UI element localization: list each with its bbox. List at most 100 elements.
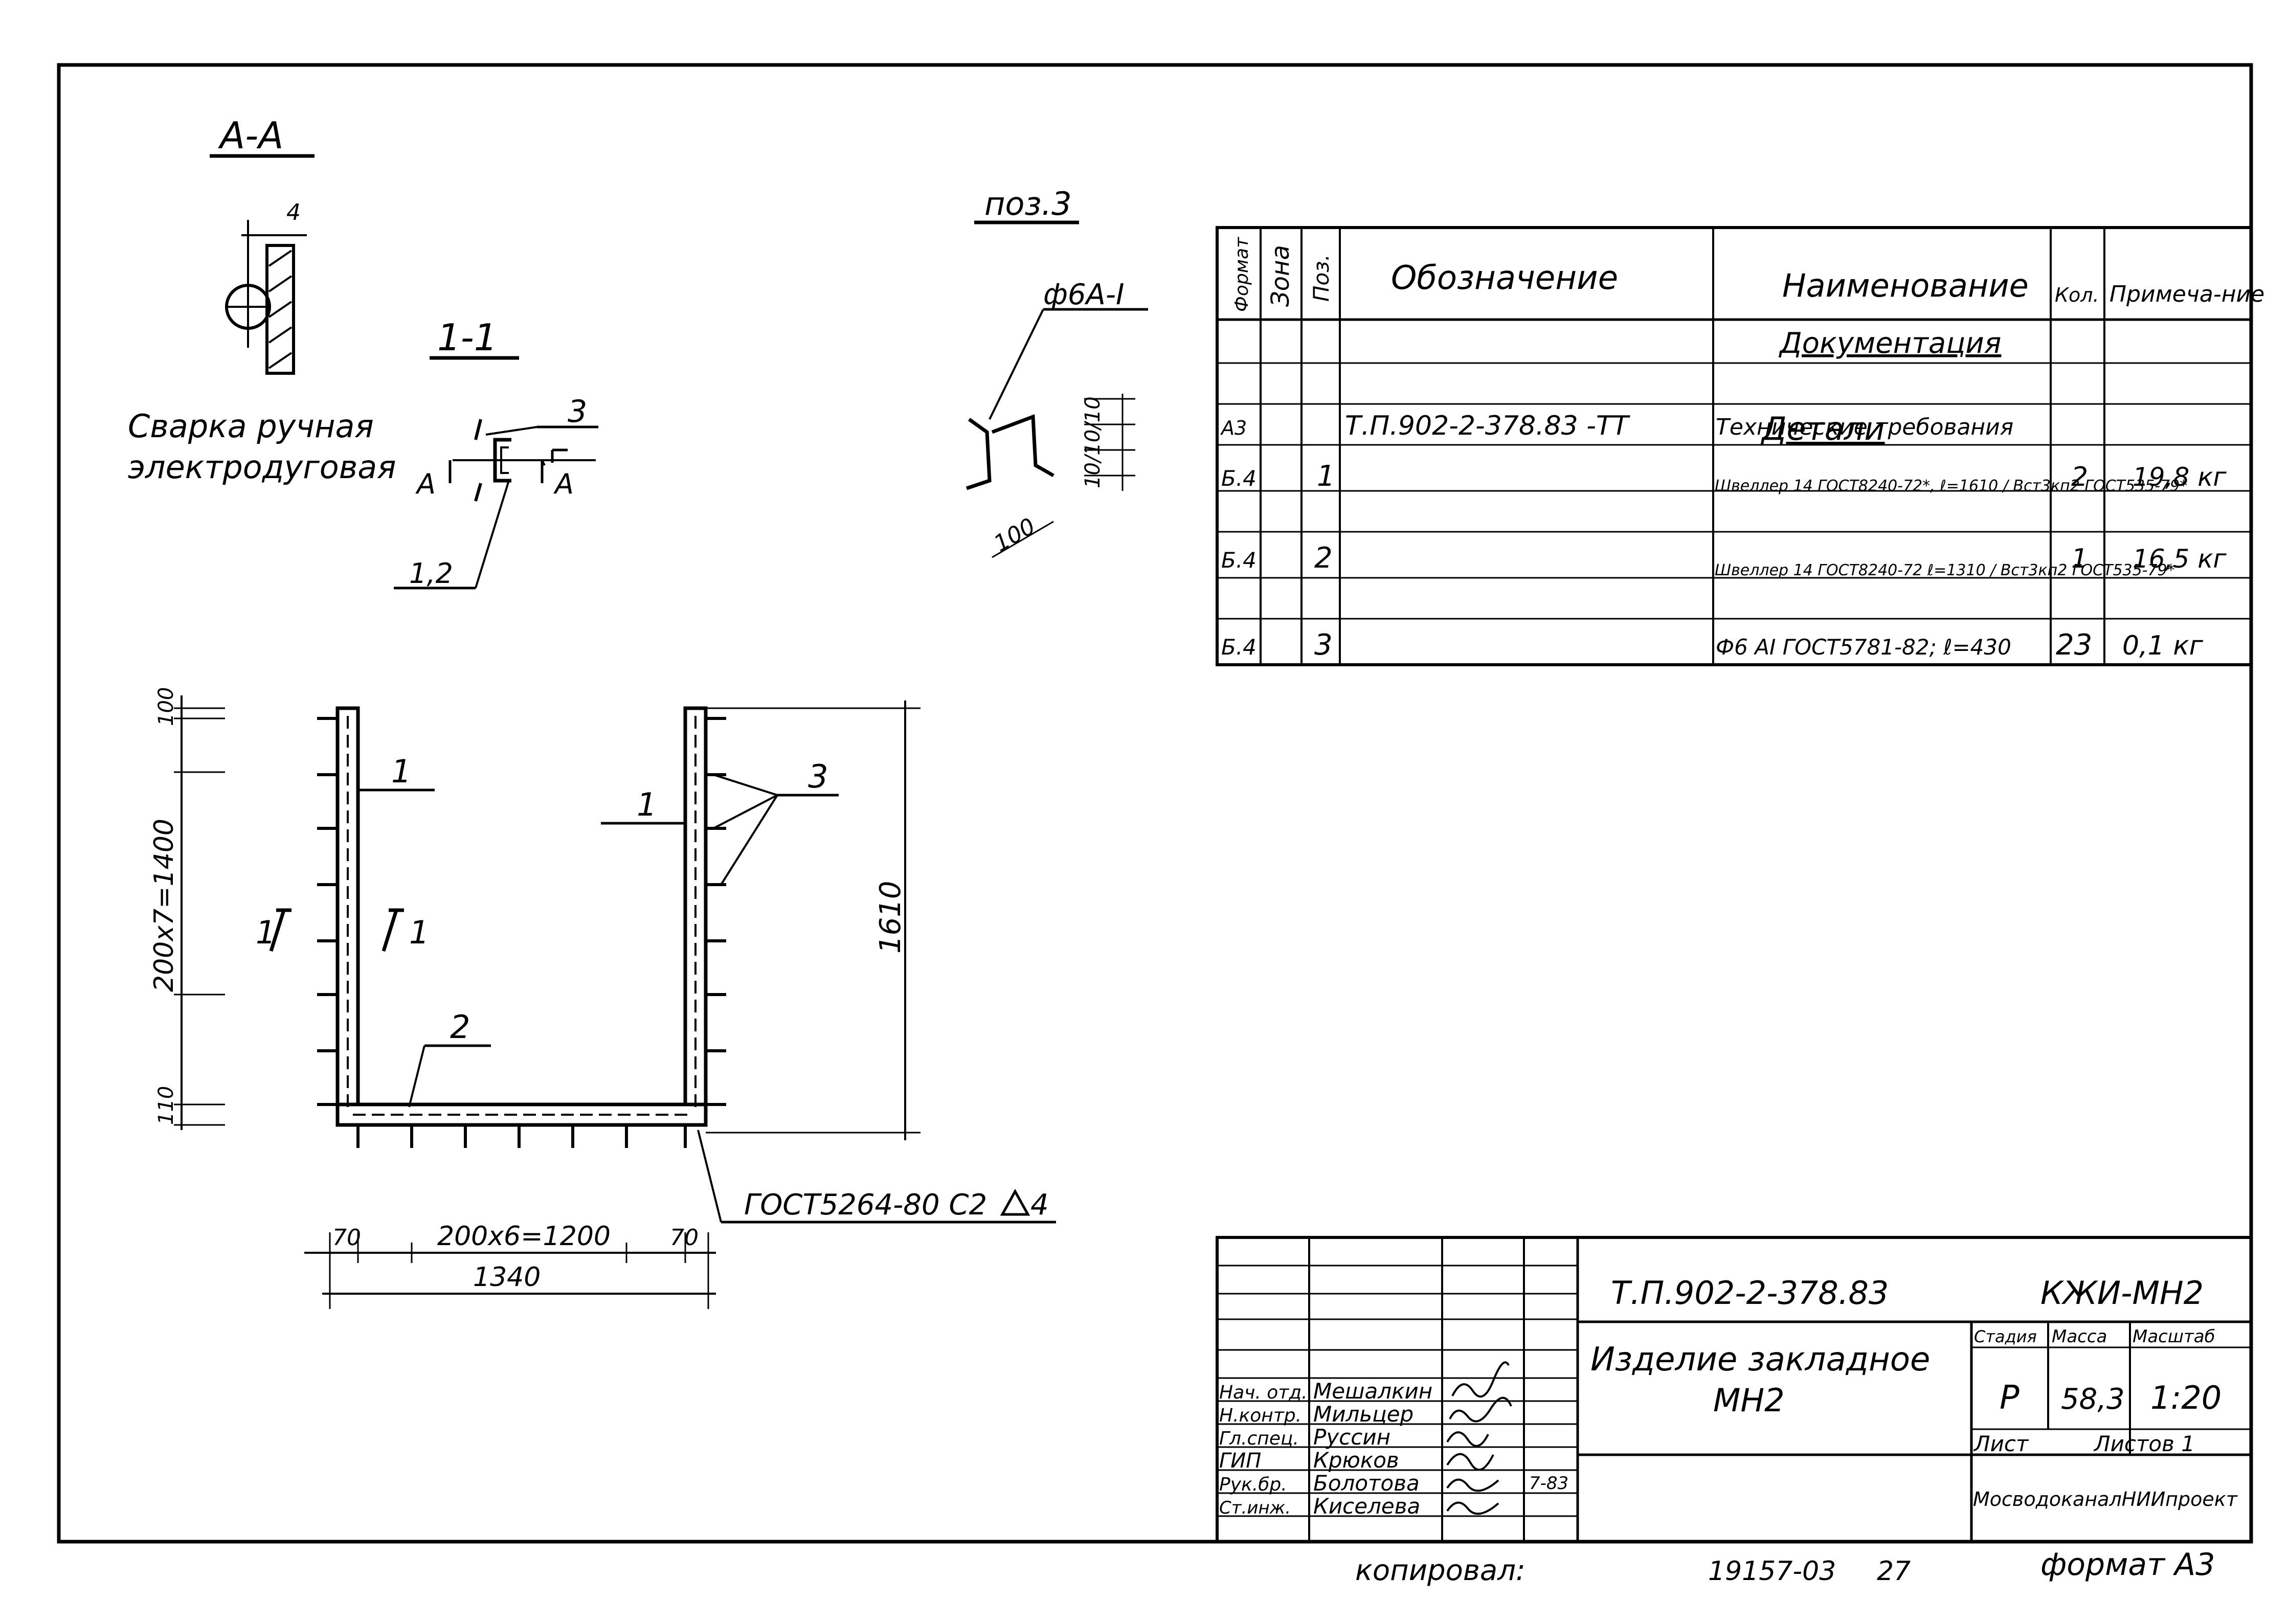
spec-header-pos: Поз. bbox=[1309, 254, 1334, 302]
spec-row3-format: Б.4 bbox=[1221, 548, 1256, 573]
dim-70-right: 70 bbox=[670, 1225, 699, 1251]
spec-header-name: Наименование bbox=[1782, 267, 2029, 304]
tb-title-line1: Изделие закладное bbox=[1590, 1341, 1930, 1379]
spec-row3-note: 16,5 кг bbox=[2133, 544, 2227, 574]
dim-1340: 1340 bbox=[473, 1262, 541, 1293]
callout-3: 3 bbox=[568, 394, 587, 430]
tb-role-6: Ст.инж. bbox=[1219, 1498, 1291, 1518]
main-label-1-right: 1 bbox=[637, 786, 657, 823]
spec-row1-format: А3 bbox=[1220, 417, 1247, 439]
main-label-1-left: 1 bbox=[391, 753, 411, 790]
tb-org: МосводоканалНИИпроект bbox=[1973, 1488, 2238, 1510]
main-label-3: 3 bbox=[808, 758, 828, 795]
pos3-dim-100: 100 bbox=[990, 513, 1040, 557]
dim-100: 100 bbox=[154, 687, 178, 726]
tb-name-3: Руссин bbox=[1313, 1425, 1390, 1450]
pos3-dim-stack: 10/10/10 bbox=[1081, 396, 1105, 488]
spec-table: Формат Зона Поз. Обозначение Наименовани… bbox=[1216, 226, 2264, 666]
mark-a-left: А bbox=[415, 468, 436, 500]
section-1-1: 1-1 А А 3 1,2 bbox=[394, 316, 598, 590]
spec-row3-pos: 2 bbox=[1314, 542, 1333, 575]
spec-section-parts: Детали bbox=[1760, 410, 1885, 447]
dim-200x6: 200х6=1200 bbox=[437, 1221, 611, 1252]
tb-title-line2: МН2 bbox=[1713, 1382, 1785, 1419]
signature-4 bbox=[1446, 1453, 1494, 1471]
main-label-2: 2 bbox=[450, 1008, 470, 1046]
mark-a-right: А bbox=[553, 468, 574, 500]
tb-role-5: Рук.бр. bbox=[1219, 1474, 1287, 1495]
spec-row4-note: 0,1 кг bbox=[2122, 630, 2204, 661]
tb-scale-label: Масштаб bbox=[2133, 1326, 2215, 1347]
tb-name-4: Крюков bbox=[1313, 1448, 1399, 1473]
spec-row3-qty: 1 bbox=[2071, 544, 2088, 574]
spec-header-designation: Обозначение bbox=[1391, 259, 1618, 297]
section-aa-title: А-А bbox=[218, 114, 284, 157]
section-11-title: 1-1 bbox=[437, 316, 498, 359]
pos3-rod-label: ф6А-I bbox=[1043, 278, 1125, 311]
tb-role-1: Нач. отд. bbox=[1219, 1382, 1308, 1403]
tb-sheet-label: Лист bbox=[1973, 1431, 2029, 1456]
spec-row4-pos: 3 bbox=[1314, 628, 1333, 662]
tb-doc-code: Т.П.902-2-378.83 bbox=[1611, 1274, 1889, 1312]
footer: копировал: 19157-03 27 формат А3 bbox=[1355, 1547, 2215, 1587]
tb-stage-label: Стадия bbox=[1974, 1327, 2037, 1346]
signature-3 bbox=[1446, 1431, 1489, 1447]
spec-row2-name: Швеллер 14 ГОСТ8240-72*, ℓ=1610 / Вст3кп… bbox=[1715, 477, 2187, 495]
signature-2 bbox=[1449, 1396, 1512, 1423]
spec-header-qty: Кол. bbox=[2055, 284, 2099, 306]
spec-header-zone: Зона bbox=[1266, 245, 1295, 307]
spec-row1-designation: Т.П.902-2-378.83 -ТТ bbox=[1345, 411, 1631, 441]
signature-1 bbox=[1451, 1361, 1510, 1398]
section-aa: А-А 4 Сварка ручная электродуговая bbox=[128, 114, 396, 486]
tb-mass: 58,3 bbox=[2061, 1383, 2125, 1416]
signature-6 bbox=[1446, 1501, 1499, 1515]
tb-role-3: Гл.спец. bbox=[1219, 1428, 1299, 1449]
spec-row2-note: 19,8 кг bbox=[2133, 462, 2227, 492]
footer-archive-no: 19157-03 bbox=[1708, 1556, 1836, 1587]
spec-row4-name: Ф6 АI ГОСТ5781-82; ℓ=430 bbox=[1716, 635, 2011, 660]
tb-mark: КЖИ-МН2 bbox=[2040, 1274, 2204, 1312]
tb-sheets-label: Листов 1 bbox=[2093, 1431, 2195, 1456]
weld-note-line1: Сварка ручная bbox=[128, 408, 374, 445]
footer-copied: копировал: bbox=[1355, 1554, 1525, 1587]
footer-format: формат А3 bbox=[2040, 1547, 2215, 1583]
dim-110: 110 bbox=[154, 1086, 178, 1125]
dim-200x7: 200х7=1400 bbox=[149, 819, 179, 992]
footer-sheet-no: 27 bbox=[1877, 1556, 1911, 1587]
main-view: 1 1 3 2 1 1 100 200х7=1400 110 1610 bbox=[149, 687, 1056, 1309]
spec-header-format: Формат bbox=[1231, 237, 1252, 312]
tb-name-2: Мильцер bbox=[1313, 1402, 1413, 1427]
spec-row1-name: Технические требования bbox=[1716, 414, 2013, 440]
weld-note-line2: электродуговая bbox=[128, 448, 396, 486]
section-aa-dim: 4 bbox=[286, 199, 301, 225]
tb-name-5: Болотова bbox=[1313, 1471, 1420, 1496]
spec-row4-format: Б.4 bbox=[1221, 635, 1256, 660]
tb-sign-date: 7-83 bbox=[1529, 1473, 1568, 1494]
tb-name-6: Киселева bbox=[1313, 1494, 1420, 1519]
weld-leg: 4 bbox=[1030, 1188, 1049, 1222]
tb-role-4: ГИП bbox=[1219, 1449, 1261, 1473]
spec-row2-pos: 1 bbox=[1317, 460, 1335, 493]
spec-row2-format: Б.4 bbox=[1221, 466, 1256, 491]
pos3-title: поз.3 bbox=[984, 185, 1072, 222]
tb-role-2: Н.контр. bbox=[1219, 1405, 1301, 1426]
signature-5 bbox=[1446, 1478, 1499, 1492]
title-block: Нач. отд. Мешалкин Н.контр. Мильцер Гл.с… bbox=[1216, 1236, 2253, 1543]
dim-1610: 1610 bbox=[874, 881, 907, 954]
spec-header-note: Примеча-ние bbox=[2110, 281, 2264, 307]
section-mark-right: 1 bbox=[409, 914, 429, 951]
dim-70-left: 70 bbox=[332, 1225, 361, 1251]
spec-section-docs: Документация bbox=[1778, 327, 2001, 360]
tb-name-1: Мешалкин bbox=[1313, 1379, 1432, 1404]
callout-1-2: 1,2 bbox=[409, 557, 453, 590]
spec-row4-qty: 23 bbox=[2056, 628, 2092, 662]
tb-mass-label: Масса bbox=[2052, 1326, 2107, 1347]
sheet-frame bbox=[57, 63, 2253, 1544]
weld-standard: ГОСТ5264-80 С2 bbox=[744, 1188, 987, 1222]
tb-stage: Р bbox=[2000, 1379, 2019, 1417]
spec-row3-name: Швеллер 14 ГОСТ8240-72 ℓ=1310 / Вст3кп2 … bbox=[1715, 561, 2175, 579]
pos3-detail: поз.3 ф6А-I 10/10/10 100 bbox=[966, 185, 1148, 558]
spec-row2-qty: 2 bbox=[2071, 462, 2088, 492]
tb-scale: 1:20 bbox=[2150, 1379, 2221, 1416]
